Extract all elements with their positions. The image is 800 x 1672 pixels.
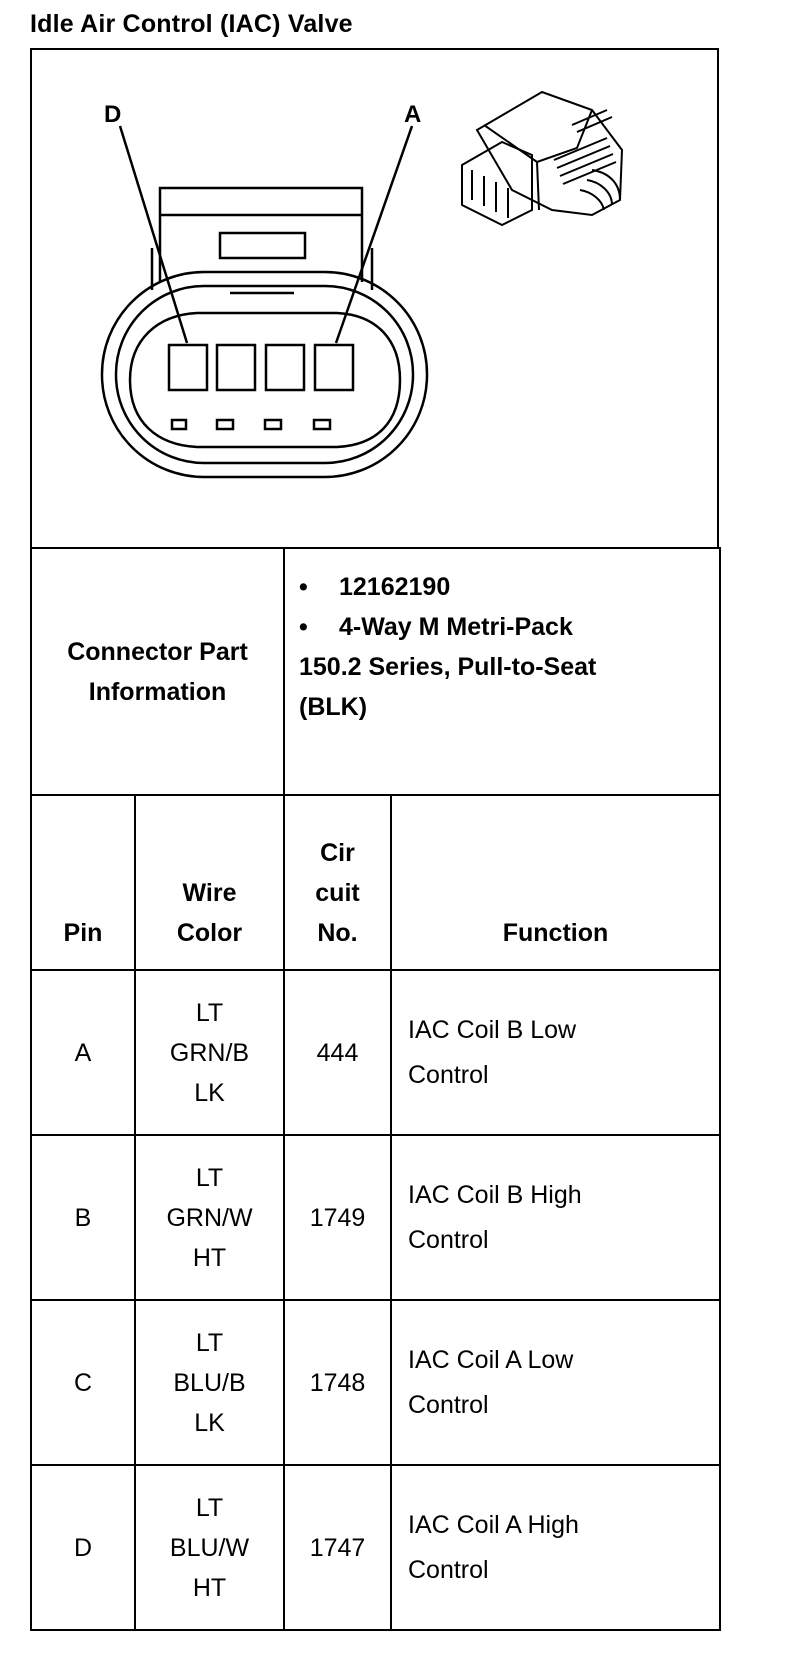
connector-part-info-value: •12162190 •4-Way M Metri-Pack 150.2 Seri… <box>282 547 722 796</box>
function-line: Control <box>408 1390 489 1419</box>
part-number: 12162190 <box>339 573 451 601</box>
wire-color-header-line1: Wire <box>182 879 237 907</box>
wire-color-cell: LT GRN/B LK <box>134 969 285 1136</box>
pin-cell: C <box>30 1299 136 1466</box>
connector-part-info-label: Connector Part Information <box>30 547 285 796</box>
circuit-column-header: Cir cuit No. <box>283 794 392 971</box>
pin-column-header: Pin <box>30 794 136 971</box>
circuit-header-line3: No. <box>317 919 358 947</box>
connector-type: 4-Way M Metri-Pack <box>339 613 573 641</box>
function-line: IAC Coil A Low <box>408 1345 574 1374</box>
function-line: Control <box>408 1555 489 1584</box>
wire-color-line: HT <box>192 1573 227 1602</box>
pin-cell: D <box>30 1464 136 1631</box>
wire-color-cell: LT GRN/W HT <box>134 1134 285 1301</box>
wire-color-cell: LT BLU/B LK <box>134 1299 285 1466</box>
pin-d-callout: D <box>104 101 121 128</box>
wire-color-line: LT <box>195 1163 224 1192</box>
circuit-cell: 1748 <box>283 1299 392 1466</box>
function-line: IAC Coil B High <box>408 1180 582 1209</box>
wire-color-column-header: Wire Color <box>134 794 285 971</box>
connector-part-label-line2: Information <box>88 677 227 706</box>
pin-cell: B <box>30 1134 136 1301</box>
table-row: A LT GRN/B LK 444 IAC Coil B Low Control <box>30 969 722 1136</box>
circuit-header-line1: Cir <box>320 839 355 867</box>
function-line: IAC Coil B Low <box>408 1015 577 1044</box>
wire-color-line: GRN/B <box>169 1038 250 1067</box>
connector-3d-thumbnail <box>461 90 624 227</box>
wire-color-line: BLU/W <box>169 1533 250 1562</box>
circuit-cell: 444 <box>283 969 392 1136</box>
pin-cell: A <box>30 969 136 1136</box>
function-cell: IAC Coil B Low Control <box>389 969 722 1136</box>
function-column-header: Function <box>389 794 722 971</box>
wire-color-line: LT <box>195 1328 224 1357</box>
connector-pinout-table: Connector Part Information •12162190 •4-… <box>30 547 722 1631</box>
page-title: Idle Air Control (IAC) Valve <box>30 10 353 38</box>
circuit-cell: 1747 <box>283 1464 392 1631</box>
function-cell: IAC Coil A High Control <box>389 1464 722 1631</box>
connector-face-diagram: D A <box>100 90 624 479</box>
circuit-header-line2: cuit <box>315 879 360 907</box>
function-line: Control <box>408 1225 489 1254</box>
circuit-cell: 1749 <box>283 1134 392 1301</box>
pin-a-callout: A <box>404 101 421 128</box>
connector-diagram-panel: D A <box>30 48 719 548</box>
function-cell: IAC Coil A Low Control <box>389 1299 722 1466</box>
table-row: B LT GRN/W HT 1749 IAC Coil B High Contr… <box>30 1134 722 1301</box>
wire-color-cell: LT BLU/W HT <box>134 1464 285 1631</box>
function-cell: IAC Coil B High Control <box>389 1134 722 1301</box>
wire-color-line: GRN/W <box>166 1203 253 1232</box>
wire-color-line: LT <box>195 1493 224 1522</box>
connector-type-bullet: •4-Way M Metri-Pack <box>299 613 573 641</box>
wire-color-line: LK <box>194 1078 225 1107</box>
function-line: IAC Coil A High <box>408 1510 579 1539</box>
connector-part-label-line1: Connector Part <box>67 637 248 666</box>
connector-series: 150.2 Series, Pull-to-Seat <box>299 653 597 681</box>
wire-color-line: LT <box>195 998 224 1027</box>
part-number-bullet: •12162190 <box>299 573 451 601</box>
table-row: D LT BLU/W HT 1747 IAC Coil A High Contr… <box>30 1464 722 1631</box>
connector-face-drawing <box>100 125 429 479</box>
function-line: Control <box>408 1060 489 1089</box>
connector-color: (BLK) <box>299 693 368 721</box>
table-row: C LT BLU/B LK 1748 IAC Coil A Low Contro… <box>30 1299 722 1466</box>
wire-color-header-line2: Color <box>176 919 243 947</box>
wire-color-line: HT <box>192 1243 227 1272</box>
wire-color-line: BLU/B <box>173 1368 246 1397</box>
wire-color-line: LK <box>194 1408 225 1437</box>
